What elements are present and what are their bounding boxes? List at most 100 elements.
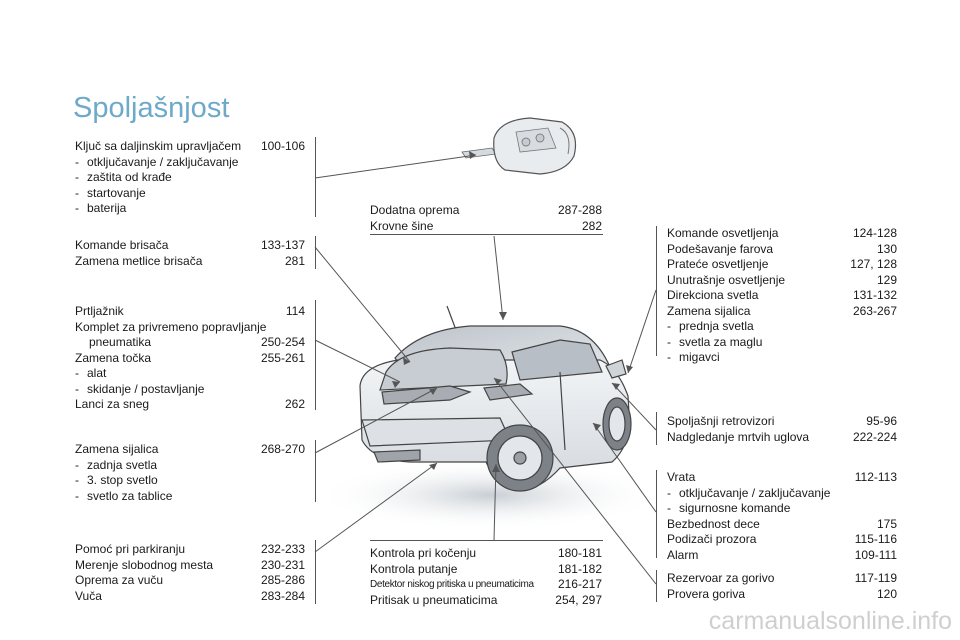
entry-label: prednja svetla [667, 319, 754, 335]
entry-label: Prateće osvetljenje [667, 257, 769, 271]
index-entry: sigurnosne komande [667, 501, 897, 517]
braking-divider [370, 540, 603, 541]
entry-label: Bezbednost dece [667, 516, 760, 531]
index-entry: Podešavanje farova 130 [667, 242, 897, 258]
entry-label: Ključ sa daljinskim upravljačem [75, 139, 242, 153]
index-entry: Alarm 109-111 [667, 548, 897, 564]
entry-label: Podešavanje farova [667, 241, 774, 256]
entry-label: Komplet za privremeno popravljanje [75, 319, 267, 334]
entry-page: 285-286 [260, 573, 305, 587]
entry-label: 3. stop svetlo [75, 473, 158, 489]
entry-label: Podizači prozora [667, 532, 757, 546]
entry-label: zadnja svetla [75, 458, 157, 474]
entry-label: Spoljašnji retrovizori [667, 414, 775, 428]
entry-label: Alarm [667, 547, 699, 562]
index-entry: Komande osvetljenja 124-128 [667, 226, 897, 242]
index-entry: Krovne šine 282 [370, 219, 602, 235]
entry-page: 216-217 [557, 577, 602, 591]
index-entry: Kontrola putanje 181-182 [370, 562, 602, 578]
entry-label: Pritisak u pneumaticima [370, 592, 498, 607]
entry-label: skidanje / postavljanje [75, 382, 204, 398]
index-entry: alat [75, 366, 305, 382]
index-entry: svetlo za tablice [75, 489, 305, 505]
entry-page: 268-270 [260, 442, 305, 456]
index-entry: startovanje [75, 186, 305, 202]
entry-label: Zamena sijalica [75, 442, 159, 456]
index-entry: Direkciona svetla 131-132 [667, 288, 897, 304]
entry-page: 180-181 [557, 546, 602, 560]
index-entry: Zamena sijalica 268-270 [75, 442, 305, 458]
entry-label: svetlo za tablice [75, 489, 172, 505]
entry-page: 283-284 [260, 588, 305, 603]
entry-label: svetla za maglu [667, 335, 762, 351]
mirrors-divider [656, 412, 657, 445]
entry-label: Direkciona svetla [667, 288, 759, 302]
entry-label: Komande osvetljenja [667, 226, 779, 240]
entry-label: Kontrola putanje [370, 561, 458, 576]
key-section: Ključ sa daljinskim upravljačem100-106ot… [75, 139, 305, 217]
entry-label: zaštita od krađe [75, 170, 172, 186]
index-entry: Prateće osvetljenje 127, 128 [667, 257, 897, 273]
entry-page: 124-128 [852, 226, 897, 240]
index-entry: Vuča 283-284 [75, 589, 305, 605]
entry-page: 127, 128 [850, 257, 897, 271]
rear-bulbs-divider [315, 440, 316, 502]
entry-page: 254, 297 [555, 592, 602, 607]
entry-page: 181-182 [557, 561, 602, 576]
index-entry: 3. stop svetlo [75, 473, 305, 489]
entry-label: Detektor niskog pritiska u pneumaticima [370, 579, 534, 590]
entry-label: Krovne šine [370, 218, 434, 233]
entry-page: 282 [581, 218, 602, 233]
entry-label: otključavanje / zaključavanje [667, 486, 830, 502]
rear-bulbs-section: Zamena sijalica 268-270 zadnja svetla3. st… [75, 442, 305, 504]
index-entry: migavci [667, 350, 897, 366]
entry-page: 117-119 [854, 571, 897, 585]
entry-page: 129 [876, 272, 897, 287]
entry-page: 130 [876, 241, 897, 256]
parking-divider [315, 540, 316, 604]
entry-label: Merenje slobodnog mesta [75, 557, 214, 572]
entry-label: pneumatika [89, 335, 152, 349]
entry-page: 109-111 [854, 547, 897, 562]
entry-label: Vrata [667, 470, 696, 484]
fuel-divider [656, 570, 657, 602]
entry-label: sigurnosne komande [667, 501, 790, 517]
entry-page: 133-137 [260, 238, 305, 252]
index-entry: baterija [75, 201, 305, 217]
entry-page: 131-132 [852, 288, 897, 302]
key-icon [461, 117, 577, 175]
page-title: Spoljašnjost [73, 92, 230, 124]
index-entry: prednja svetla [667, 319, 897, 335]
entry-label: Vuča [75, 588, 102, 603]
entry-page: 263-267 [852, 303, 897, 318]
index-entry: svetla za maglu [667, 335, 897, 351]
index-entry: otključavanje / zaključavanje [75, 155, 305, 171]
index-entry: zaštita od krađe [75, 170, 305, 186]
index-entry: zadnja svetla [75, 458, 305, 474]
index-entry: Komplet za privremeno popravljanje [75, 320, 305, 336]
doors-divider [656, 470, 657, 558]
entry-label: Oprema za vuču [75, 573, 164, 587]
wipers-divider [315, 236, 316, 269]
